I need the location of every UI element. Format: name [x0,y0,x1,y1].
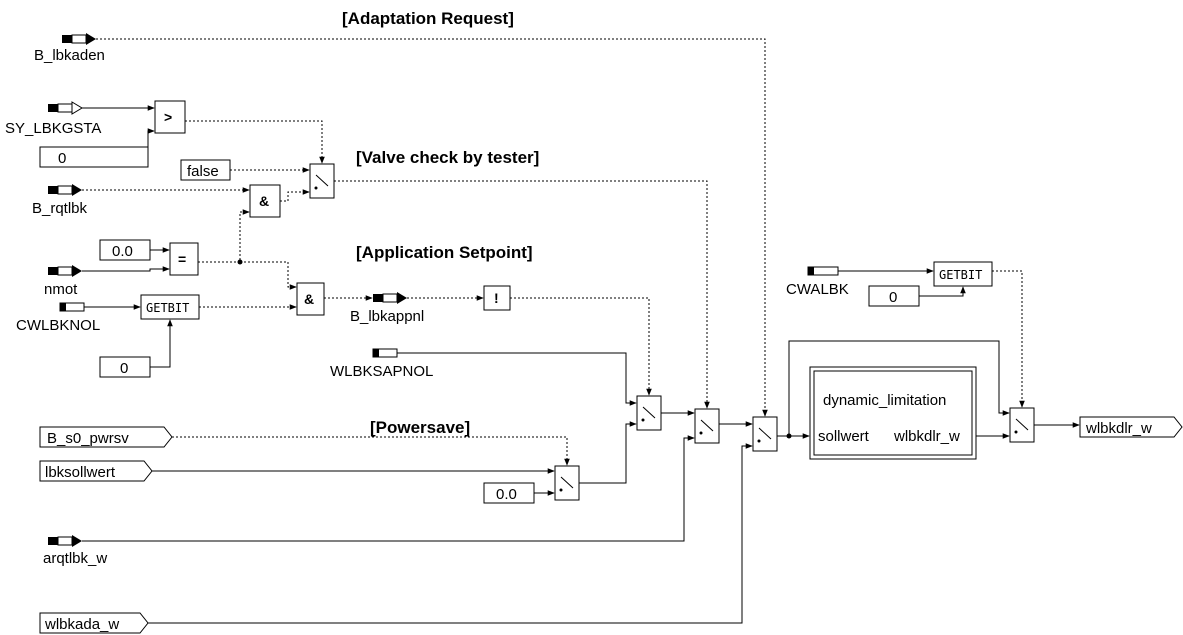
inport-b-s0-pwrsv-label: B_s0_pwrsv [47,430,129,447]
subsystem-in-port: sollwert [818,428,870,445]
inport-lbksollwert[interactable]: lbksollwert [39,460,153,482]
const-zero-b-value: 0 [120,360,128,377]
and-a-symbol: & [259,193,269,209]
subsystem-dynamic-limitation[interactable]: dynamic_limitation sollwert wlbkdlr_w [809,366,977,460]
equal-block[interactable]: = [169,242,199,276]
const-zero-c: 0 [868,285,920,307]
signal-b-lbkappnl-label: B_lbkappnl [350,308,424,325]
heading-powersave: [Powersave] [370,418,470,437]
param-cwlbknol-label: CWLBKNOL [16,317,100,334]
getbit-block-a[interactable]: GETBIT [140,294,200,320]
const-zero-float-a-value: 0.0 [112,243,133,260]
param-wlbksapnol[interactable] [372,348,398,358]
greater-than-symbol: > [164,109,172,125]
inport-b-rqtlbk-label: B_rqtlbk [32,200,88,217]
param-cwalbk[interactable] [807,266,839,276]
and-b-symbol: & [304,291,314,307]
const-zero-a: 0 [39,146,149,168]
switch-output[interactable] [1009,407,1035,443]
const-zero-float-a: 0.0 [99,239,151,261]
outport-wlbkdlr-w[interactable]: wlbkdlr_w [1079,416,1183,438]
subsystem-title: dynamic_limitation [823,392,946,409]
inport-nmot[interactable] [48,265,82,277]
and-block-b[interactable]: & [296,282,325,316]
subsystem-out-port: wlbkdlr_w [893,428,960,445]
switch-powersave[interactable] [554,465,580,501]
inport-wlbkada-w[interactable]: wlbkada_w [39,612,149,634]
getbit-a-label: GETBIT [146,301,189,315]
const-false: false [180,159,231,181]
inport-b-rqtlbk[interactable] [48,184,82,196]
switch-valve-check[interactable] [309,163,335,199]
inport-lbksollwert-label: lbksollwert [45,464,116,481]
param-wlbksapnol-label: WLBKSAPNOL [330,363,433,380]
heading-adaptation-request: [Adaptation Request] [342,9,514,28]
heading-valve-check: [Valve check by tester] [356,148,539,167]
equal-symbol: = [178,251,186,267]
inport-b-lbkaden-label: B_lbkaden [34,47,105,64]
switch-application[interactable] [636,395,662,431]
not-block[interactable]: ! [483,285,511,311]
inport-wlbkada-w-label: wlbkada_w [44,616,119,633]
inport-sy-lbkgsta[interactable] [48,101,83,115]
signal-b-lbkappnl [373,292,407,304]
inport-arqtlbk-w[interactable] [48,535,82,547]
outport-wlbkdlr-w-label: wlbkdlr_w [1085,420,1152,437]
const-zero-float-b-value: 0.0 [496,486,517,503]
switch-adaptation[interactable] [752,416,778,452]
const-zero-a-value: 0 [58,150,66,167]
const-zero-c-value: 0 [889,289,897,306]
not-symbol: ! [494,290,499,306]
greater-than-block[interactable]: > [154,100,186,134]
const-zero-float-b: 0.0 [483,482,535,504]
param-cwalbk-label: CWALBK [786,281,849,298]
inport-b-s0-pwrsv[interactable]: B_s0_pwrsv [39,426,173,448]
const-zero-b: 0 [99,356,151,378]
inport-b-lbkaden[interactable] [62,33,96,45]
and-block-a[interactable]: & [249,184,281,218]
heading-application-setpoint: [Application Setpoint] [356,243,533,262]
inport-sy-lbkgsta-label: SY_LBKGSTA [5,120,101,137]
inport-arqtlbk-w-label: arqtlbk_w [43,550,107,567]
param-cwlbknol[interactable] [59,302,85,312]
getbit-b-label: GETBIT [939,268,982,282]
getbit-block-b[interactable]: GETBIT [933,261,993,287]
inport-nmot-label: nmot [44,281,78,298]
const-false-value: false [187,163,219,180]
switch-valve[interactable] [694,408,720,444]
wires [82,38,1080,624]
